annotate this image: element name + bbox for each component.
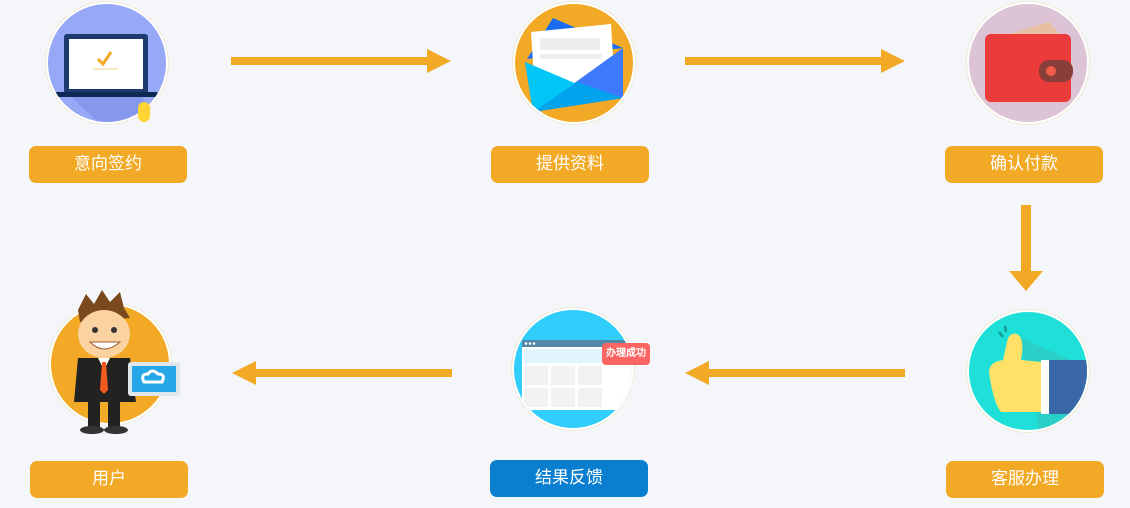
arrow-left-icon: [685, 361, 905, 385]
step-label-user: 用户: [30, 461, 188, 498]
laptop-check-icon: [46, 2, 168, 124]
arrow-left-icon: [232, 361, 452, 385]
arrow-right-icon: [231, 49, 451, 73]
browser-success-icon: [512, 308, 634, 430]
mouse-icon: [138, 102, 150, 122]
step-label-provide-documents: 提供资料: [491, 146, 649, 183]
step-label-intent-signing: 意向签约: [29, 146, 187, 183]
step-label-result-feedback: 结果反馈: [490, 460, 648, 497]
arrow-right-icon: [685, 49, 905, 73]
user-cartoon-icon: [74, 290, 180, 434]
step-label-service-processing: 客服办理: [946, 461, 1104, 498]
success-badge: 办理成功: [602, 343, 650, 365]
arrow-down-icon: [1009, 205, 1043, 291]
step-label-confirm-payment: 确认付款: [945, 146, 1103, 183]
envelope-icon: [513, 2, 635, 124]
thumbs-up-icon: [967, 310, 1089, 432]
wallet-icon: [967, 2, 1089, 124]
